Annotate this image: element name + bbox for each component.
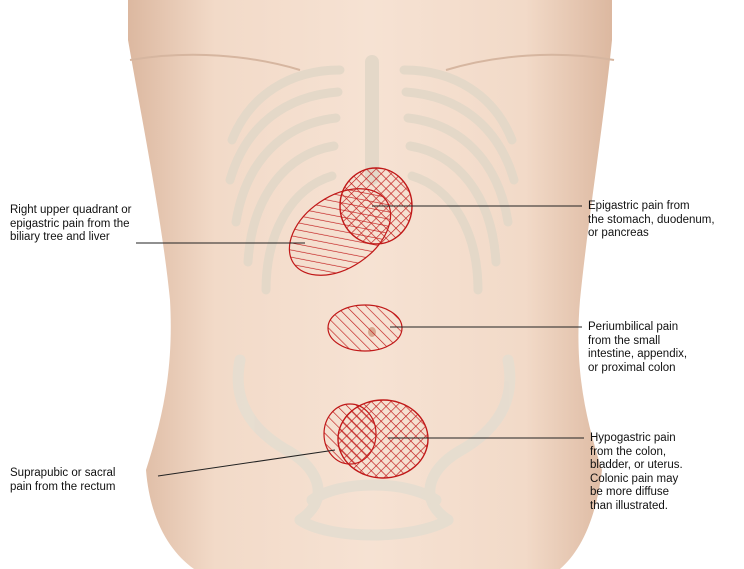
label-line: from the small xyxy=(588,335,687,349)
periumbilical-pain-region xyxy=(328,305,402,351)
label-line: than illustrated. xyxy=(590,500,683,514)
label-line: Suprapubic or sacral xyxy=(10,467,115,481)
label-suprapubic: Suprapubic or sacral pain from the rectu… xyxy=(10,467,115,494)
label-line: Right upper quadrant or xyxy=(10,204,131,218)
label-line: pain from the rectum xyxy=(10,481,115,495)
label-line: or proximal colon xyxy=(588,362,687,376)
label-periumbilical: Periumbilical pain from the small intest… xyxy=(588,321,687,375)
label-line: Periumbilical pain xyxy=(588,321,687,335)
label-line: Hypogastric pain xyxy=(590,432,683,446)
label-line: Colonic pain may xyxy=(590,473,683,487)
label-hypogastric: Hypogastric pain from the colon, bladder… xyxy=(590,432,683,513)
torso-illustration xyxy=(128,0,614,569)
label-line: bladder, or uterus. xyxy=(590,459,683,473)
label-line: or pancreas xyxy=(588,227,715,241)
label-line: biliary tree and liver xyxy=(10,231,131,245)
label-line: be more diffuse xyxy=(590,486,683,500)
label-line: intestine, appendix, xyxy=(588,348,687,362)
label-line: the stomach, duodenum, xyxy=(588,214,715,228)
label-line: Epigastric pain from xyxy=(588,200,715,214)
label-ruq: Right upper quadrant or epigastric pain … xyxy=(10,204,131,245)
hypogastric-pain-region xyxy=(338,400,428,478)
label-line: epigastric pain from the xyxy=(10,218,131,232)
label-line: from the colon, xyxy=(590,446,683,460)
label-epigastric: Epigastric pain from the stomach, duoden… xyxy=(588,200,715,241)
